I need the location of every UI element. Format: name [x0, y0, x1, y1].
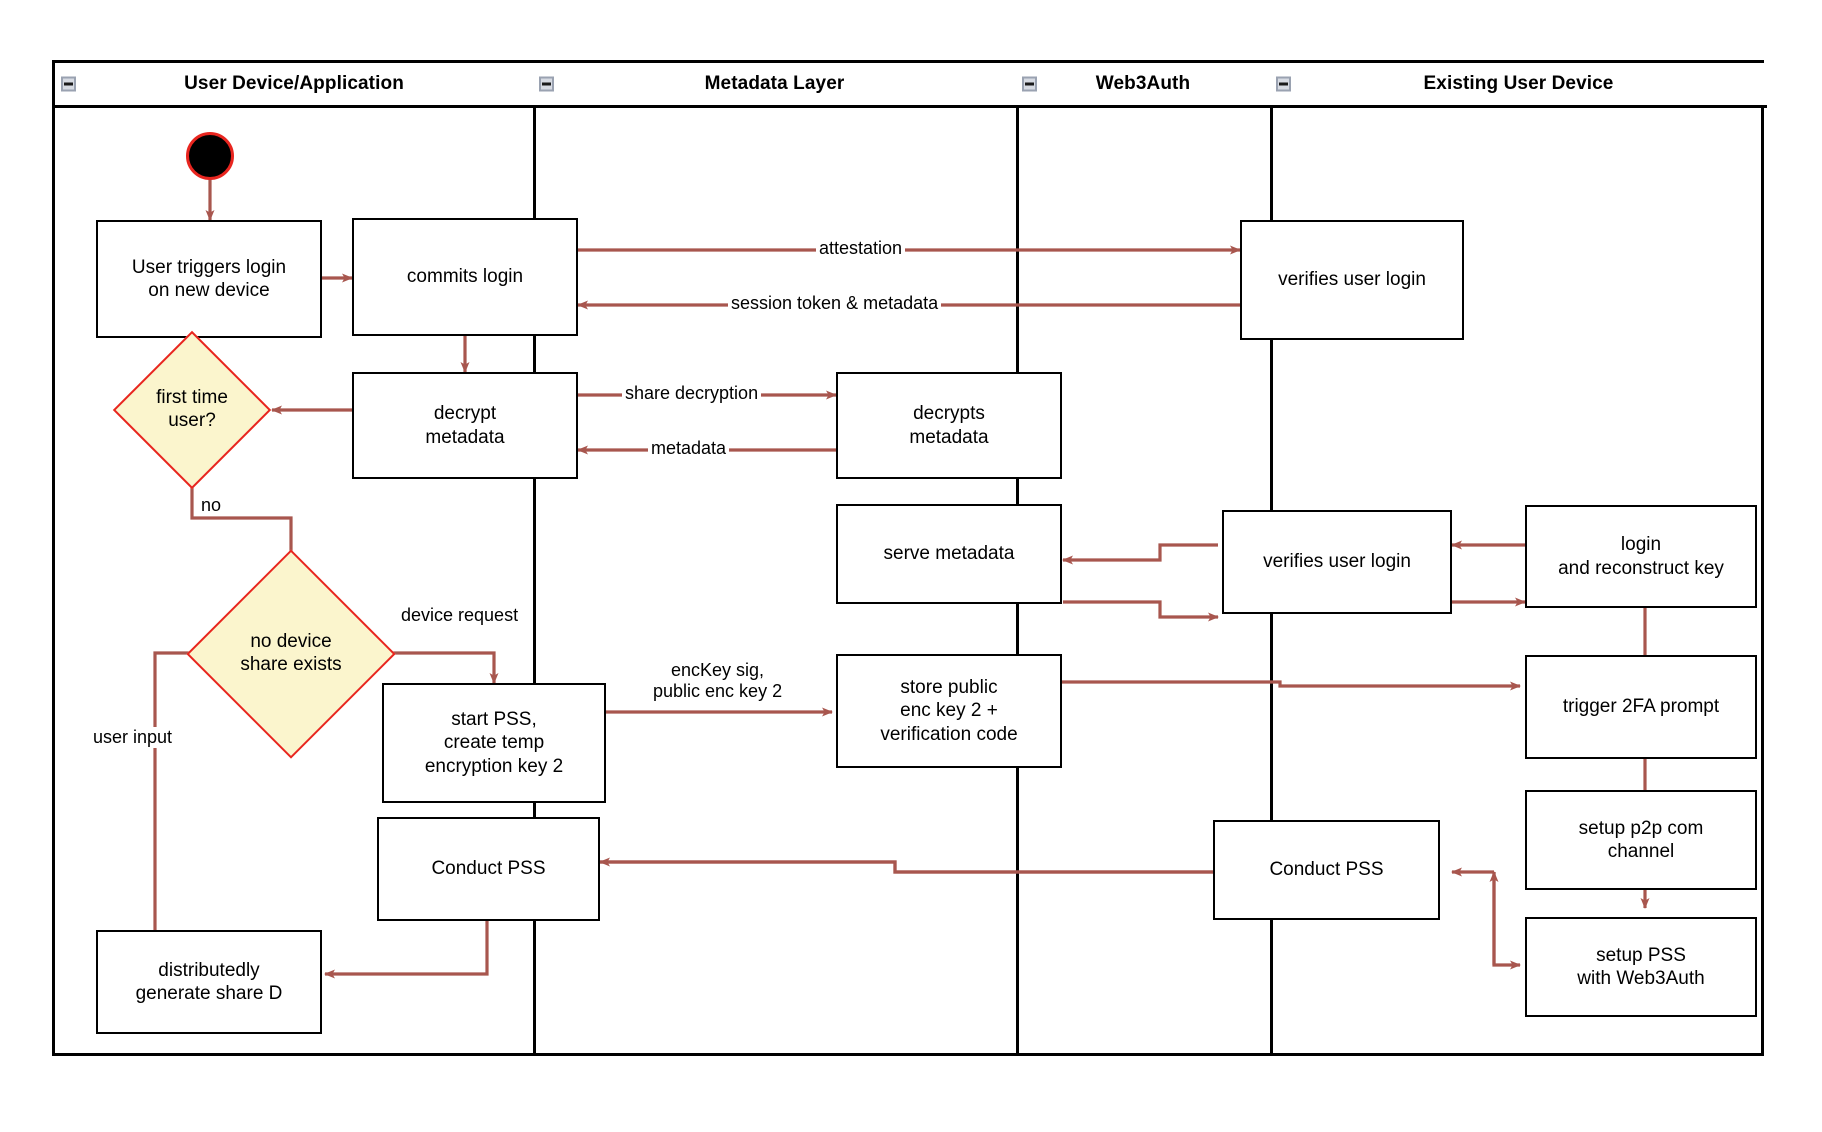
minus-box-icon[interactable]: [61, 76, 76, 92]
node-conduct-pss-user-device[interactable]: Conduct PSS: [377, 817, 600, 921]
minus-box-icon[interactable]: [539, 76, 554, 92]
node-distributedly-generate-share-d[interactable]: distributedly generate share D: [96, 930, 322, 1034]
node-verifies-user-login-1[interactable]: verifies user login: [1240, 220, 1464, 340]
lane-separator-1: [533, 63, 536, 1053]
swimlane-pool: User Device/Application Metadata Layer W…: [52, 60, 1767, 1056]
lane-header-user-device-application[interactable]: User Device/Application: [55, 63, 533, 108]
edge-label-share-decryption: share decryption: [622, 383, 762, 405]
lane-header-web3auth[interactable]: Web3Auth: [1016, 63, 1270, 108]
node-decrypts-metadata[interactable]: decrypts metadata: [836, 372, 1062, 479]
node-store-public-enc-key-2[interactable]: store public enc key 2 + verification co…: [836, 654, 1062, 768]
decision-label: first time user?: [156, 387, 228, 431]
decision-no-device-share-exists[interactable]: no device share exists: [186, 549, 396, 759]
lane-title: Metadata Layer: [704, 73, 845, 94]
edge-label-metadata: metadata: [648, 438, 730, 460]
minus-box-icon[interactable]: [1022, 76, 1037, 92]
node-login-and-reconstruct-key[interactable]: login and reconstruct key: [1525, 505, 1757, 608]
lane-header-existing-user-device[interactable]: Existing User Device: [1270, 63, 1767, 108]
node-start-pss-create-temp-key[interactable]: start PSS, create temp encryption key 2: [382, 683, 606, 803]
edge-label-attestation: attestation: [816, 238, 906, 260]
decision-label: no device share exists: [240, 631, 342, 675]
edge-label-device-request: device request: [398, 605, 522, 627]
edge-label-enckey-sig-public-enc-key-2: encKey sig, public enc key 2: [650, 660, 786, 703]
lane-title: Existing User Device: [1423, 73, 1614, 94]
node-conduct-pss-web3auth[interactable]: Conduct PSS: [1213, 820, 1440, 920]
node-user-triggers-login[interactable]: User triggers login on new device: [96, 220, 322, 338]
edge-label-user-input: user input: [90, 727, 176, 749]
node-setup-p2p-com-channel[interactable]: setup p2p com channel: [1525, 790, 1757, 890]
node-trigger-2fa-prompt[interactable]: trigger 2FA prompt: [1525, 655, 1757, 759]
minus-box-icon[interactable]: [1276, 76, 1291, 92]
lane-title: Web3Auth: [1095, 73, 1191, 94]
lane-title: User Device/Application: [184, 73, 404, 94]
edge-label-no: no: [198, 495, 225, 517]
node-decrypt-metadata[interactable]: decrypt metadata: [352, 372, 578, 479]
node-commits-login[interactable]: commits login: [352, 218, 578, 336]
node-serve-metadata[interactable]: serve metadata: [836, 504, 1062, 604]
node-verifies-user-login-2[interactable]: verifies user login: [1222, 510, 1452, 614]
lane-header-metadata-layer[interactable]: Metadata Layer: [533, 63, 1016, 108]
edge-label-session-token-metadata: session token & metadata: [728, 293, 942, 315]
decision-first-time-user[interactable]: first time user?: [100, 330, 284, 490]
node-setup-pss-with-web3auth[interactable]: setup PSS with Web3Auth: [1525, 917, 1757, 1017]
start-node: [186, 132, 234, 180]
